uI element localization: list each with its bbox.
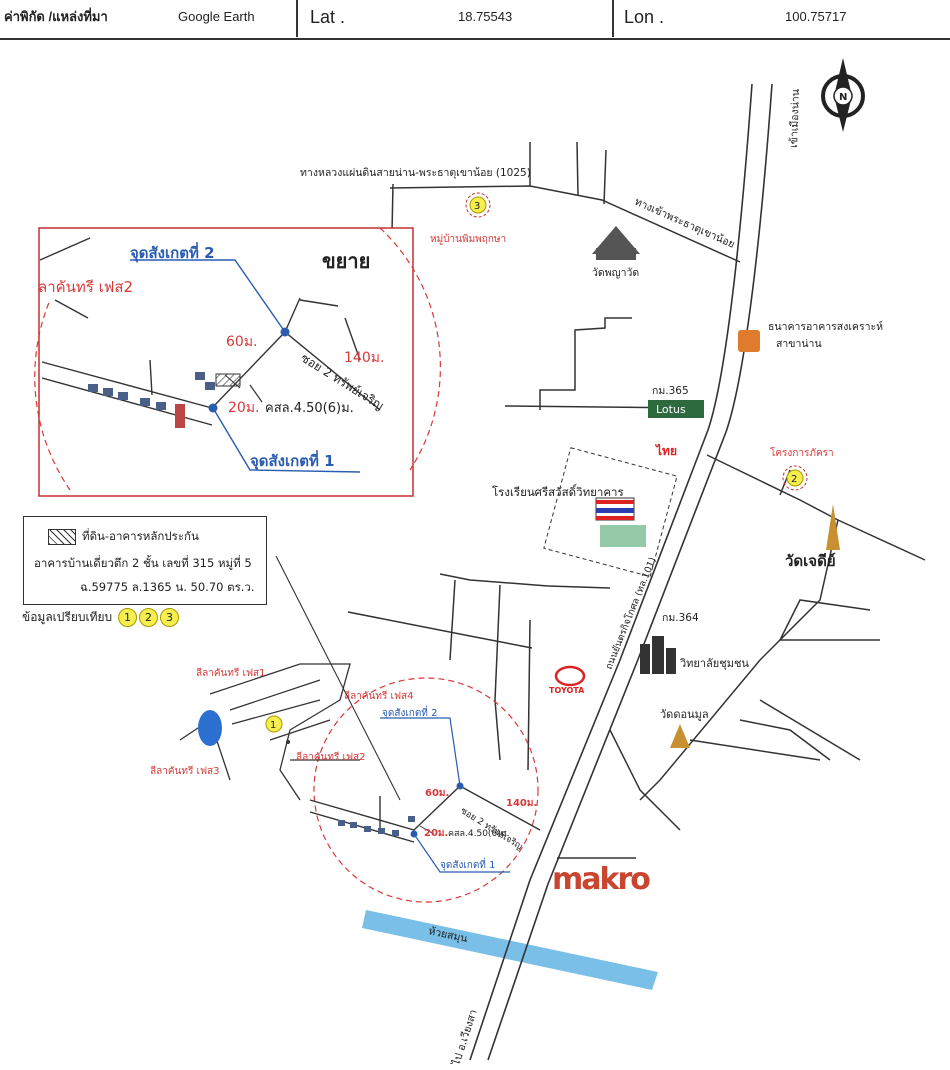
compass-letter: N xyxy=(839,92,847,103)
header-divider xyxy=(612,0,614,37)
label-highway-1025: ทางหลวงแผ่นดินสายน่าน-พระธาตุเขาน้อย (10… xyxy=(300,167,531,179)
label-lila-phase4: ลีลาคันทรี เฟส4 xyxy=(344,690,414,702)
pagoda-icon xyxy=(826,504,840,550)
temple-icon xyxy=(592,226,640,260)
label-dist-20: 20ม. xyxy=(424,828,448,839)
label-lila-phase3: ลีลาคันทรี เฟส3 xyxy=(150,765,220,777)
buildings-icon xyxy=(640,636,676,674)
comparison-number: 1 xyxy=(270,720,276,731)
label-wat-don-mun: วัดดอนมูล xyxy=(660,708,709,721)
label-bank-branch: สาขาน่าน xyxy=(776,338,822,350)
inset-point1: จุดสังเกตที่ 1 xyxy=(250,450,335,471)
bank-icon xyxy=(738,330,760,352)
header-divider xyxy=(296,0,298,37)
label-wat-phaya: วัดพญาวัด xyxy=(592,267,639,279)
toyota-logo-icon xyxy=(554,665,586,687)
label-school: โรงเรียนศรีสวัสดิ์วิทยาคาร xyxy=(492,483,624,499)
comparison-number: 3 xyxy=(474,201,480,212)
label-dist-140: 140ม. xyxy=(506,798,537,809)
lotus-logo-icon xyxy=(648,400,704,418)
label-main-road: ถนนยันตรกิจโกศล (ทล.101) xyxy=(603,556,659,672)
radius-circle xyxy=(313,677,539,903)
label-college: วิทยาลัยชุมชน xyxy=(679,657,749,670)
north-arrow-icon xyxy=(821,58,865,132)
legend-line2: อาคารบ้านเดี่ยวตึก 2 ชั้น เลขที่ 315 หมู… xyxy=(34,556,252,570)
pagoda-icon xyxy=(670,724,690,748)
legend-symbol-label: ที่ดิน-อาคารหลักประกัน xyxy=(82,529,199,543)
lat-label: Lat . xyxy=(310,7,346,27)
comparison-number: 2 xyxy=(791,474,797,485)
label-to-nan: เข้าเมืองน่าน xyxy=(787,89,802,148)
label-toyota: TOYOTA xyxy=(549,686,585,695)
inset-phase2-label: ลาคันทรี เฟส2 xyxy=(38,278,133,296)
lon-label: Lon . xyxy=(624,7,665,27)
inset-dist-20: 20ม. xyxy=(228,400,260,416)
creek-huai-samun xyxy=(362,910,658,990)
comparison-label: ข้อมูลเปรียบเทียบ xyxy=(22,610,113,624)
inset-zoom-box xyxy=(34,227,441,497)
label-point1-main: จุดสังเกตที่ 1 xyxy=(440,857,495,871)
inset-road-width: คสล.4.50(6)ม. xyxy=(265,401,354,416)
label-thai-brand: ไทย xyxy=(654,443,677,458)
label-bank-name: ธนาคารอาคารสงเคราะห์ xyxy=(768,320,883,333)
main-highway-101 xyxy=(469,83,773,1061)
label-road-width-main: คสล.4.50(6)ม. xyxy=(448,829,509,839)
label-km364: กม.364 xyxy=(662,612,699,624)
label-to-phrathat: ทางเข้าพระธาตุเขาน้อย xyxy=(633,196,737,251)
makro-logo: makro xyxy=(552,862,651,897)
comparison-number: 2 xyxy=(138,608,158,627)
label-project-pattara: โครงการภัครา xyxy=(770,446,834,459)
label-to-wiangsa: ไป อ.เวียงสา xyxy=(449,1008,480,1068)
school-flag-icon xyxy=(595,497,646,547)
lon-value: 100.75717 xyxy=(785,9,847,24)
comparison-marker-1 xyxy=(265,715,283,733)
comparison-number: 3 xyxy=(159,608,179,627)
comparison-number: 1 xyxy=(117,608,137,627)
comparison-marker-2 xyxy=(782,465,808,491)
inset-dist-140: 140ม. xyxy=(344,350,384,366)
legend-box: ที่ดิน-อาคารหลักประกัน อาคารบ้านเดี่ยวตึ… xyxy=(23,516,267,605)
label-point2-main: จุดสังเกตที่ 2 xyxy=(382,705,437,719)
legend-line3: ฉ.59775 ล.1365 น. 50.70 ตร.ว. xyxy=(80,580,255,594)
inset-point2: จุดสังเกตที่ 2 xyxy=(130,242,215,263)
school-boundary xyxy=(543,447,678,578)
label-wat-chedi: วัดเจดีย์ xyxy=(785,552,836,570)
label-lila-phase2: ลีลาคันทรี เฟส2 xyxy=(296,751,366,763)
inset-title: ขยาย xyxy=(322,249,370,273)
pond xyxy=(198,710,222,746)
coord-source-label: ค่าพิกัด /แหล่งที่มา xyxy=(4,9,108,24)
location-map: N 3 2 1 เข้าเมืองน่าน xyxy=(34,58,926,1068)
label-village: หมู่บ้านพิมพฤกษา xyxy=(430,233,506,245)
coord-source-value: Google Earth xyxy=(178,9,255,24)
road-network xyxy=(347,141,926,831)
label-lila-phase1: ลีลาคันทรี เฟส1 xyxy=(196,667,266,679)
label-lotus: Lotus xyxy=(656,403,686,416)
comparison-marker-3 xyxy=(465,192,491,218)
hatch-swatch xyxy=(48,529,76,545)
coordinate-header: ค่าพิกัด /แหล่งที่มา Google Earth Lat . … xyxy=(0,0,950,40)
label-km365: กม.365 xyxy=(652,385,689,397)
observation-roads xyxy=(309,785,541,843)
inset-dist-60: 60ม. xyxy=(226,334,258,350)
label-dist-60: 60ม. xyxy=(425,788,449,799)
lat-value: 18.75543 xyxy=(458,9,513,24)
